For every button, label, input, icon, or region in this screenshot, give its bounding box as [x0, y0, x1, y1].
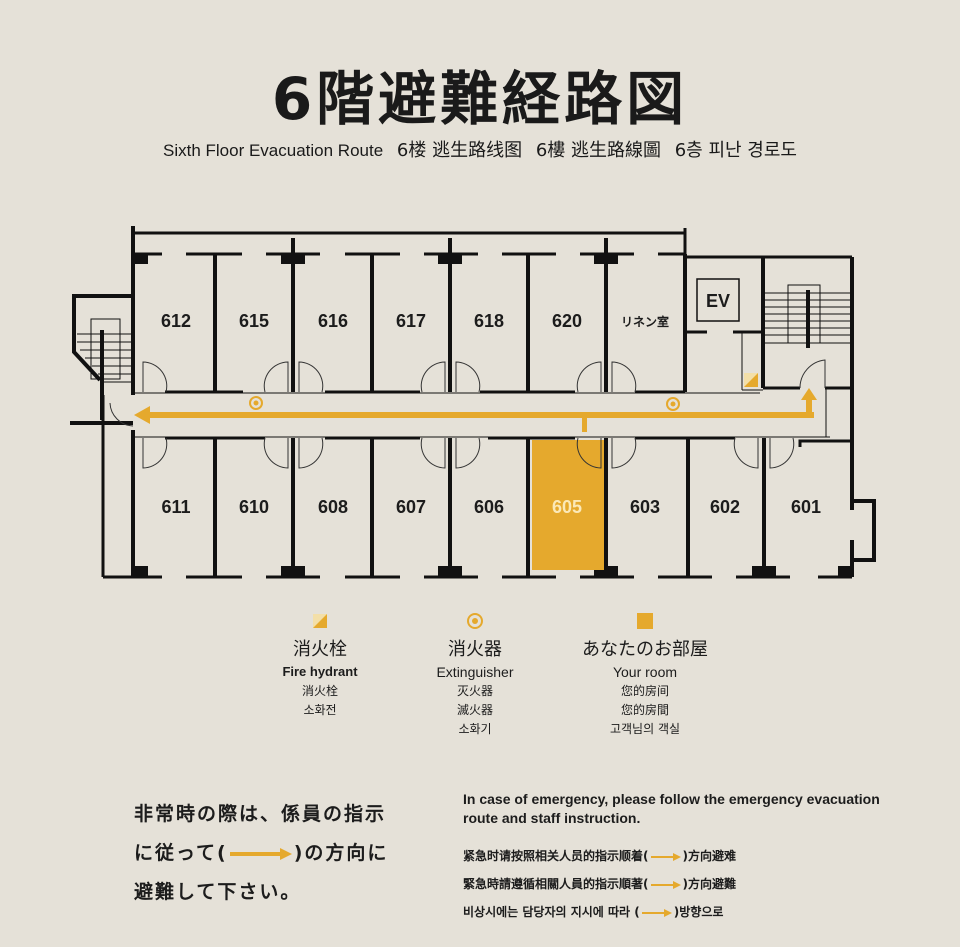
extinguisher-icon	[467, 613, 483, 629]
room-615: 615	[239, 311, 269, 331]
your-room-icon	[637, 613, 653, 629]
room-606: 606	[474, 497, 504, 517]
room-608: 608	[318, 497, 348, 517]
floor-plan: 612 615 616 617 618 620 リネン室 EV 611 610 …	[70, 226, 876, 579]
route-arrow-icon	[229, 847, 292, 860]
notice-japanese: 非常時の際は、係員の指示 に従って( )の方向に 避難して下さい。	[134, 795, 444, 912]
legend-extinguisher: 消火器 Extinguisher 灭火器 滅火器 소화기	[405, 612, 545, 739]
notice-ko-post: )방향으로	[673, 905, 724, 919]
legend-room-ko: 고객님의 객실	[609, 722, 681, 736]
notice-zh-hans: 紧急时请按照相关人员的指示顺着( )方向避难	[463, 847, 883, 864]
elevator: EV	[706, 291, 730, 311]
notice-ko-pre: 비상시에는 담당자의 지시에 따라 (	[463, 905, 640, 919]
fire-hydrant-icon	[313, 614, 327, 628]
legend-ext-ja: 消火器	[448, 639, 502, 660]
notice-zh-hans-pre: 紧急时请按照相关人员的指示顺着(	[463, 849, 649, 863]
room-618: 618	[474, 311, 504, 331]
subtitle: Sixth Floor Evacuation Route 6楼 逃生路线图 6樓…	[0, 136, 960, 162]
subtitle-zh-hans: 6楼 逃生路线图	[396, 140, 523, 161]
legend-room-zh-hant: 您的房間	[620, 703, 669, 717]
notice-zh-hant-pre: 緊急時請遵循相關人員的指示順著(	[463, 877, 649, 891]
subtitle-zh-hant: 6樓 逃生路線圖	[535, 140, 661, 161]
room-620: 620	[552, 311, 582, 331]
room-611: 611	[161, 497, 190, 517]
notice-zh-hant: 緊急時請遵循相關人員的指示順著( )方向避難	[463, 875, 883, 892]
legend-ext-zh-hans: 灭火器	[456, 684, 493, 698]
room-610: 610	[239, 497, 269, 517]
legend-hydrant-ko: 소화전	[303, 703, 337, 717]
legend-room-zh-hans: 您的房间	[620, 684, 669, 698]
legend-ext-en: Extinguisher	[436, 664, 514, 680]
room-603: 603	[630, 497, 660, 517]
linen-room: リネン室	[621, 314, 669, 329]
legend-hydrant: 消火栓 Fire hydrant 消火栓 소화전	[250, 612, 390, 720]
route-arrow-icon	[641, 908, 672, 917]
legend-room-en: Your room	[612, 664, 678, 680]
room-601: 601	[791, 497, 821, 517]
subtitle-ko: 6층 피난 경로도	[674, 140, 797, 161]
route-arrow-icon	[650, 880, 681, 889]
evacuation-route	[134, 388, 817, 432]
legend-hydrant-ja: 消火栓	[293, 639, 347, 660]
subtitle-en: Sixth Floor Evacuation Route	[162, 141, 384, 160]
legend-hydrant-zh: 消火栓	[301, 684, 338, 698]
notice-ja-line2-pre: に従って(	[134, 842, 228, 864]
notice-zh-hans-post: )方向避难	[682, 849, 737, 863]
legend-ext-ko: 소화기	[458, 722, 492, 736]
room-602: 602	[710, 497, 740, 517]
page-title: 6階避難経路図	[271, 65, 689, 133]
notice-english: In case of emergency, please follow the …	[463, 791, 880, 826]
room-607: 607	[396, 497, 426, 517]
legend-room-ja: あなたのお部屋	[582, 639, 708, 660]
room-605: 605	[552, 497, 582, 517]
notice-ja-line2: に従って( )の方向に	[134, 834, 444, 873]
hydrant-marker	[744, 373, 758, 387]
room-617: 617	[396, 311, 426, 331]
route-arrow-icon	[650, 852, 681, 861]
room-616: 616	[318, 311, 348, 331]
legend-hydrant-en: Fire hydrant	[282, 664, 358, 679]
room-612: 612	[161, 311, 191, 331]
notice-ja-line1: 非常時の際は、係員の指示	[134, 803, 387, 825]
notice-ja-line2-post: )の方向に	[293, 842, 389, 864]
legend-your-room: あなたのお部屋 Your room 您的房间 您的房間 고객님의 객실	[560, 612, 730, 739]
extinguisher-marker	[249, 396, 680, 411]
notice-ja-line3: 避難して下さい。	[134, 881, 302, 903]
your-room-highlight	[532, 440, 604, 570]
legend-ext-zh-hant: 滅火器	[456, 703, 493, 717]
notice-zh-hant-post: )方向避難	[682, 877, 737, 891]
notice-korean: 비상시에는 담당자의 지시에 따라 ( )방향으로	[463, 903, 883, 920]
